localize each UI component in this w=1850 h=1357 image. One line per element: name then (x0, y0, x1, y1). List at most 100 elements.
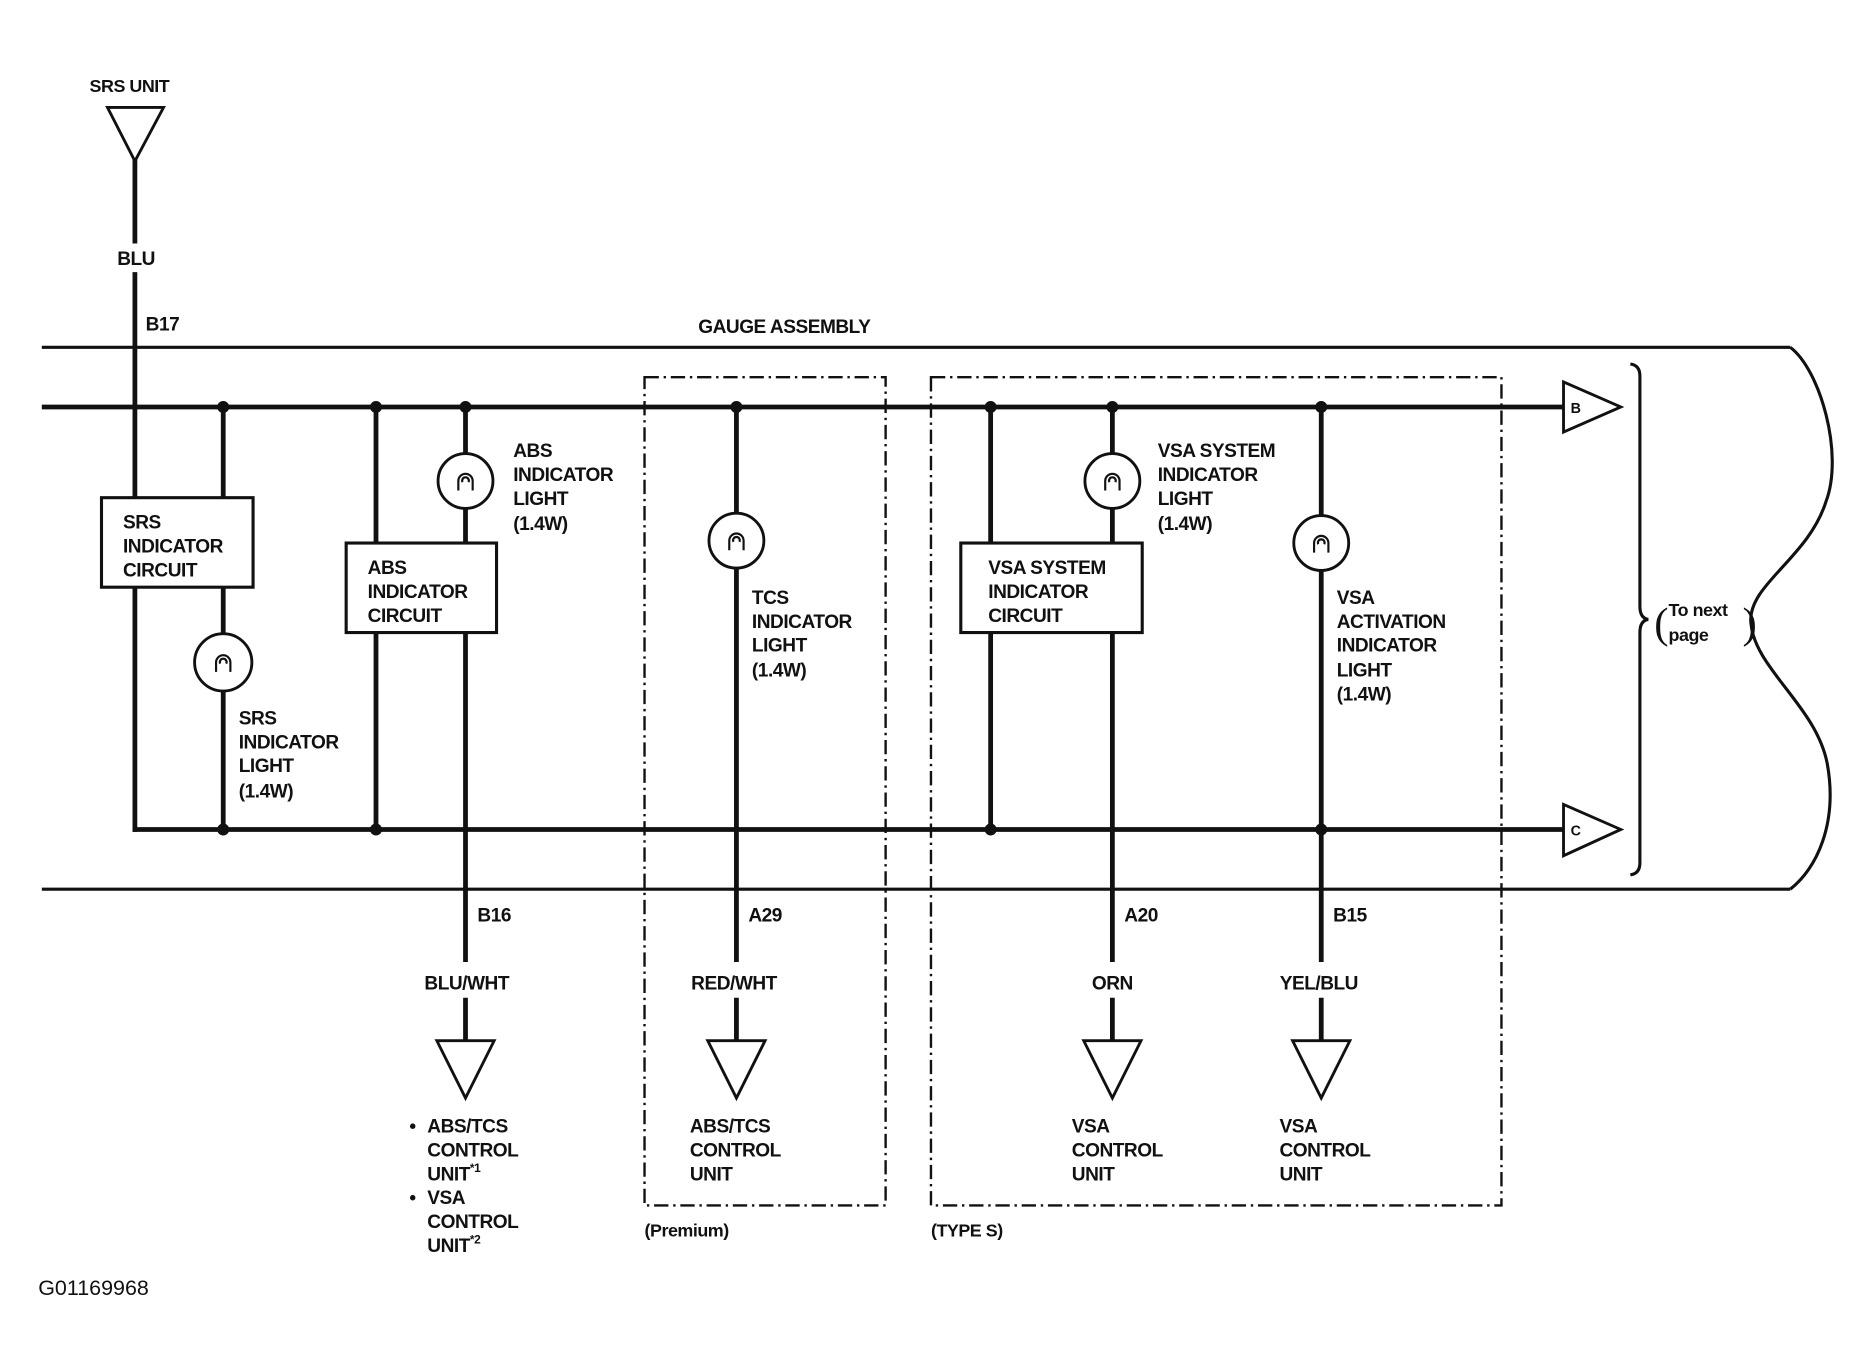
vsa-activation-indicator-light-label: VSA (1337, 588, 1375, 609)
srs-indicator-circuit-label: SRS (123, 513, 161, 534)
junction-dot (459, 401, 472, 413)
connector-c-label: C (1571, 823, 1581, 839)
destination-label-line: CONTROL (690, 1140, 782, 1161)
footnote-marker: *2 (470, 1233, 481, 1247)
destination-bullet: • (409, 1188, 416, 1209)
abs-indicator-circuit-label: INDICATOR (368, 582, 469, 603)
vsa-system-indicator-light-label: LIGHT (1158, 489, 1214, 510)
junction-dot (217, 823, 230, 836)
destination-label-line: UNIT (690, 1164, 733, 1185)
junction-dot (1315, 401, 1328, 413)
srs-indicator-light-label: LIGHT (239, 756, 295, 777)
vsa-control-unit-terminal-b (1290, 1039, 1353, 1102)
vsa-activation-indicator-light-label: (1.4W) (1337, 685, 1391, 706)
footnote-marker: *1 (470, 1161, 481, 1175)
destination-label-line: VSA (1279, 1117, 1317, 1138)
type-s-variant-label: (TYPE S) (931, 1220, 1003, 1240)
srs-indicator-light-label: (1.4W) (239, 781, 293, 802)
abs-indicator-circuit-label: CIRCUIT (368, 606, 443, 627)
next-page-open-paren: ( (1654, 600, 1668, 647)
destination-label-line: VSA (1072, 1117, 1110, 1138)
junction-dot (370, 823, 382, 836)
vsa-activation-indicator-light-label: ACTIVATION (1337, 612, 1446, 633)
destination-label-line: VSA (427, 1188, 465, 1209)
srs-unit-terminal (105, 105, 166, 165)
junction-dot (217, 401, 230, 413)
destination-label-line: ABS/TCS (427, 1117, 507, 1138)
vsa-system-indicator-circuit-label: INDICATOR (988, 582, 1089, 603)
abs-indicator-light-symbol (436, 452, 495, 510)
premium-variant-label: (Premium) (645, 1220, 730, 1240)
vsa-control-unit-terminal-a (1081, 1039, 1144, 1102)
destination-label-line: UNIT (1279, 1164, 1322, 1185)
vsa-system-indicator-circuit-box (959, 541, 1144, 635)
connector-b-arrow (1562, 379, 1625, 435)
abs-indicator-light-label: (1.4W) (513, 514, 567, 535)
output-wire-color: RED/WHT (691, 973, 778, 994)
tcs-indicator-light-symbol (707, 511, 766, 570)
destination-label-line: CONTROL (1279, 1140, 1371, 1161)
abs-vsa-control-unit-terminal (434, 1039, 497, 1102)
vsa-activation-indicator-light-label: INDICATOR (1337, 636, 1438, 657)
vsa-system-indicator-light-label: INDICATOR (1158, 465, 1259, 486)
connector-c-arrow (1562, 802, 1625, 858)
vsa-activation-indicator-light-symbol (1292, 514, 1351, 572)
output-pin-label: A29 (748, 905, 782, 926)
output-pin-label: B15 (1333, 905, 1367, 926)
gauge-assembly-break-edge (1749, 346, 1834, 891)
vsa-activation-indicator-light-label: LIGHT (1337, 661, 1393, 682)
abs-indicator-circuit-box (344, 541, 499, 635)
vsa-system-indicator-circuit-label: VSA SYSTEM (988, 558, 1106, 579)
junction-dot (1106, 401, 1119, 413)
tcs-indicator-light-label: LIGHT (752, 636, 808, 657)
destination-label-line: ABS/TCS (690, 1117, 770, 1138)
srs-indicator-light-label: SRS (239, 708, 277, 729)
abs-indicator-light-label: ABS (513, 441, 552, 462)
gauge-assembly-label: GAUGE ASSEMBLY (698, 317, 871, 338)
next-page-note-line: page (1669, 625, 1709, 645)
vsa-system-indicator-light-label: VSA SYSTEM (1158, 441, 1276, 462)
abs-tcs-control-unit-terminal (705, 1039, 768, 1102)
tcs-indicator-light-label: (1.4W) (752, 661, 806, 682)
abs-indicator-light-label: INDICATOR (513, 465, 614, 486)
srs-indicator-circuit-label: INDICATOR (123, 537, 224, 558)
next-page-close-paren: ) (1743, 600, 1757, 647)
abs-indicator-light-label: LIGHT (513, 489, 569, 510)
output-wire-color: ORN (1092, 973, 1133, 994)
junction-dot (1315, 823, 1328, 836)
next-page-brace (1630, 362, 1649, 877)
vsa-system-indicator-light-label: (1.4W) (1158, 514, 1212, 535)
destination-label-line: UNIT (1072, 1164, 1115, 1185)
output-wire-color: BLU/WHT (424, 973, 509, 994)
figure-code: G01169968 (38, 1276, 149, 1300)
destination-label-line: UNIT*2 (427, 1233, 481, 1257)
junction-dot (984, 823, 997, 836)
srs-feed-pin: B17 (146, 315, 180, 336)
abs-indicator-circuit-label: ABS (368, 558, 407, 579)
premium-variant-box (643, 375, 887, 1207)
junction-dot (730, 401, 743, 413)
output-pin-label: B16 (477, 905, 511, 926)
junction-dot (370, 401, 382, 413)
destination-label-line: UNIT*1 (427, 1161, 481, 1185)
tcs-indicator-light-label: INDICATOR (752, 612, 853, 633)
srs-indicator-light-label: INDICATOR (239, 732, 340, 753)
destination-label-line: CONTROL (1072, 1140, 1164, 1161)
destination-label-line: CONTROL (427, 1212, 519, 1233)
next-page-note-line: To next (1669, 600, 1728, 620)
srs-indicator-light-symbol (193, 632, 254, 693)
srs-unit-label: SRS UNIT (90, 76, 170, 96)
output-wire-color: YEL/BLU (1280, 973, 1358, 994)
destination-label-text: UNIT (427, 1164, 470, 1185)
destination-label-text: UNIT (427, 1236, 470, 1257)
srs-indicator-circuit-label: CIRCUIT (123, 560, 198, 581)
tcs-indicator-light-label: TCS (752, 588, 789, 609)
destination-label-line: CONTROL (427, 1140, 519, 1161)
vsa-system-indicator-light-symbol (1083, 452, 1142, 510)
output-pin-label: A20 (1124, 905, 1158, 926)
destination-bullet: • (409, 1117, 416, 1138)
connector-b-label: B (1571, 401, 1581, 417)
type-s-variant-box (929, 375, 1503, 1207)
vsa-system-indicator-circuit-label: CIRCUIT (988, 606, 1063, 627)
